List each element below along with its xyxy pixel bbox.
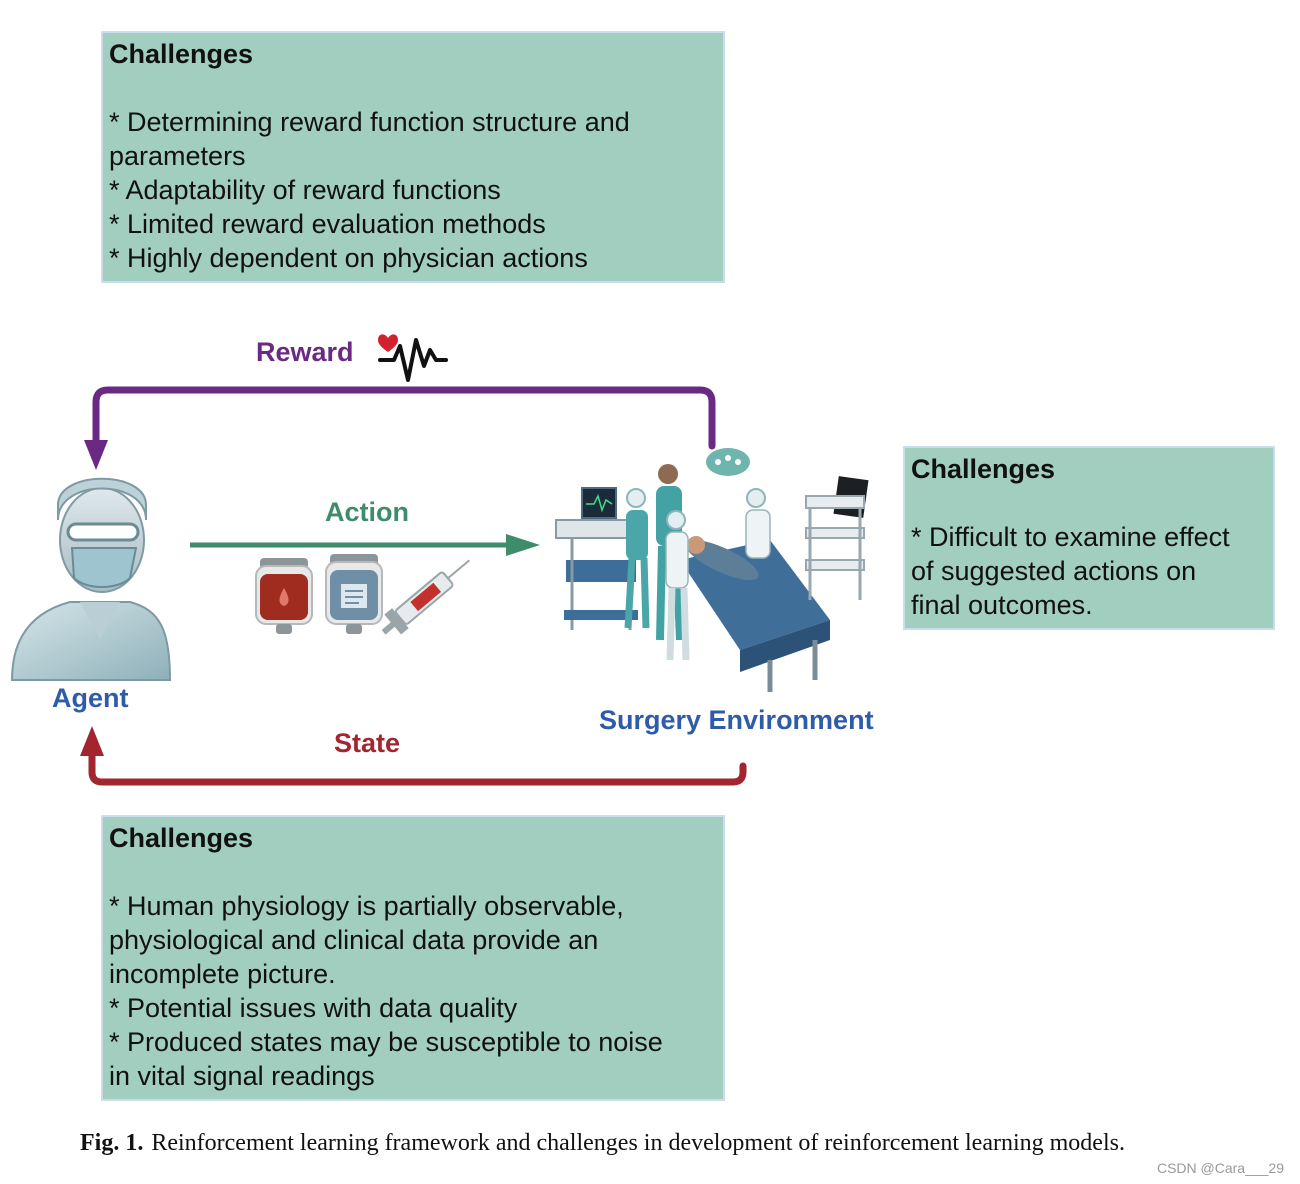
caption-text: Reinforcement learning framework and cha… (151, 1130, 1125, 1156)
reward-challenges-title: Challenges (109, 39, 254, 69)
state-label: State (334, 728, 401, 758)
state-challenges-box: Challenges * Human physiology is partial… (101, 815, 725, 1101)
watermark: CSDN @Cara___29 (1156, 1160, 1284, 1176)
blood-bag-icon (255, 558, 313, 634)
action-challenges-box: Challenges * Difficult to examine effect… (903, 446, 1275, 630)
reward-challenge-item: * Limited reward evaluation methods (109, 209, 546, 239)
reward-challenge-item: * Determining reward function structure … (109, 107, 630, 137)
reward-challenge-item: parameters (109, 141, 246, 171)
state-challenge-item: incomplete picture. (109, 959, 336, 989)
caption-label: Fig. 1. (80, 1130, 144, 1156)
reward-challenges-box: Challenges * Determining reward function… (101, 31, 725, 283)
state-challenge-item: * Potential issues with data quality (109, 993, 518, 1023)
state-challenge-item: in vital signal readings (109, 1061, 375, 1091)
reward-challenge-item: * Adaptability of reward functions (109, 175, 501, 205)
environment-label: Surgery Environment (599, 705, 874, 735)
action-challenge-item: * Difficult to examine effect (911, 522, 1230, 552)
action-challenge-item: of suggested actions on (911, 556, 1197, 586)
action-arrow (190, 534, 540, 556)
state-arrow (80, 726, 747, 786)
iv-bag-icon (325, 554, 383, 634)
figure-caption: Fig. 1. Reinforcement learning framework … (80, 1130, 1125, 1157)
reward-arrow (84, 386, 716, 470)
action-label: Action (325, 497, 409, 527)
syringe-icon (381, 559, 471, 635)
agent-avatar-icon (10, 477, 172, 681)
reward-challenge-item: * Highly dependent on physician actions (109, 243, 588, 273)
action-challenges-title: Challenges (911, 454, 1056, 484)
state-challenge-item: * Produced states may be susceptible to … (109, 1027, 663, 1057)
state-challenges-title: Challenges (109, 823, 254, 853)
heartbeat-icon (378, 334, 448, 382)
surgery-scene-icon (555, 448, 869, 692)
agent-label: Agent (52, 683, 129, 713)
state-challenge-item: * Human physiology is partially observab… (109, 891, 624, 921)
action-challenge-item: final outcomes. (911, 590, 1093, 620)
reward-label: Reward (256, 337, 354, 367)
state-challenge-item: physiological and clinical data provide … (109, 925, 599, 955)
